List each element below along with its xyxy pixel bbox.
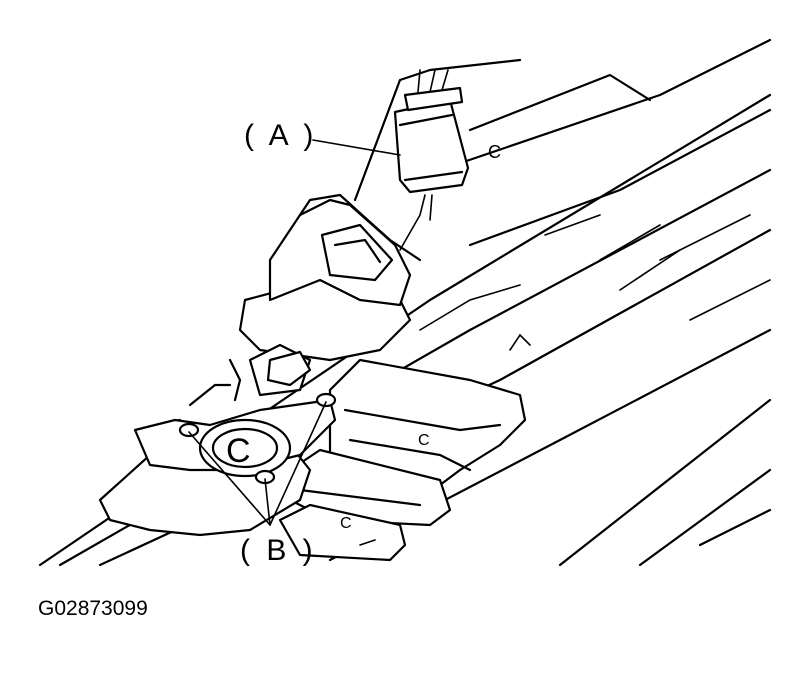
callout-b-label: ( B ) (240, 534, 317, 567)
bolt-left (178, 422, 200, 438)
leader-a (312, 139, 401, 156)
leader-b-3 (269, 401, 327, 526)
stamp-mark-1: C (488, 142, 501, 162)
connector-a (393, 69, 470, 251)
leader-lines (188, 139, 401, 526)
stamp-mark-2: C (418, 432, 430, 449)
bolt-right (315, 392, 337, 408)
callout-a-label: ( A ) (244, 119, 317, 152)
figure-id: G02873099 (38, 597, 148, 620)
stamp-marks: C C C C (226, 142, 501, 532)
mounting-bolts (178, 392, 337, 485)
bracket-module (188, 193, 422, 407)
leader-b-1 (188, 431, 271, 526)
stamp-mark-large: C (226, 432, 251, 470)
leader-b-2 (264, 478, 271, 526)
stamp-mark-3: C (340, 515, 352, 532)
crossmember (278, 358, 527, 562)
